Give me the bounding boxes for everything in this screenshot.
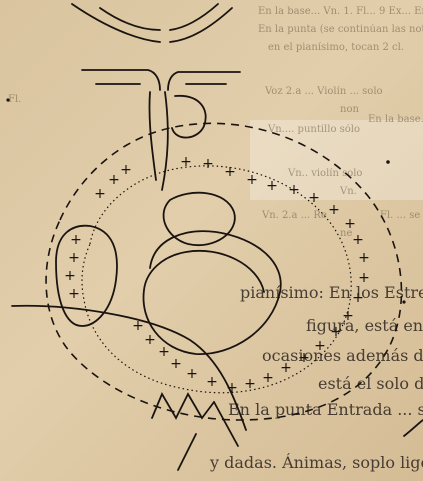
- plus-mark: +: [64, 268, 76, 284]
- plus-mark: +: [344, 216, 356, 232]
- plus-mark: +: [186, 366, 198, 382]
- plus-mark: +: [226, 380, 238, 396]
- right-edge-arc: [404, 420, 423, 436]
- plus-mark: +: [158, 344, 170, 360]
- chevron-right-outer: [168, 72, 240, 90]
- plus-mark: +: [262, 370, 274, 386]
- large-loop: [143, 231, 280, 354]
- plus-mark: +: [280, 360, 292, 376]
- upper-loop: [172, 96, 206, 138]
- drop-line: [214, 402, 238, 446]
- plus-mark: +: [308, 190, 320, 206]
- plus-mark: +: [94, 186, 106, 202]
- plus-mark: +: [358, 270, 370, 286]
- plus-mark: +: [68, 286, 80, 302]
- plus-mark: +: [120, 162, 132, 178]
- plus-mark: +: [330, 324, 342, 340]
- plus-mark: +: [180, 154, 192, 170]
- cut-line: [178, 434, 196, 470]
- plus-mark: +: [342, 308, 354, 324]
- funnel-stroke-left-outer: [72, 4, 160, 42]
- plus-mark: +: [202, 156, 214, 172]
- plus-mark: +: [352, 290, 364, 306]
- plus-mark: +: [244, 376, 256, 392]
- stem-right: [162, 92, 168, 190]
- plus-mark: +: [288, 182, 300, 198]
- plus-mark: +: [246, 172, 258, 188]
- plus-mark: +: [314, 338, 326, 354]
- plus-mark: +: [132, 318, 144, 334]
- funnel-stroke-right-outer: [170, 8, 232, 42]
- plus-mark: +: [108, 172, 120, 188]
- chevron-left-outer: [82, 70, 160, 90]
- plus-mark: +: [328, 202, 340, 218]
- plus-mark: +: [144, 332, 156, 348]
- funnel-stroke-right-inner: [170, 4, 218, 30]
- plus-mark: +: [358, 250, 370, 266]
- plus-mark: +: [352, 232, 364, 248]
- stem-left: [149, 92, 156, 180]
- plus-mark: +: [224, 164, 236, 180]
- plus-mark: +: [70, 232, 82, 248]
- plus-mark: +: [170, 356, 182, 372]
- plus-mark: +: [298, 350, 310, 366]
- plus-marks: ++++++++++++++++++++++++++++++++++: [64, 154, 370, 396]
- plus-mark: +: [68, 250, 80, 266]
- plus-mark: +: [206, 374, 218, 390]
- plus-mark: +: [266, 178, 278, 194]
